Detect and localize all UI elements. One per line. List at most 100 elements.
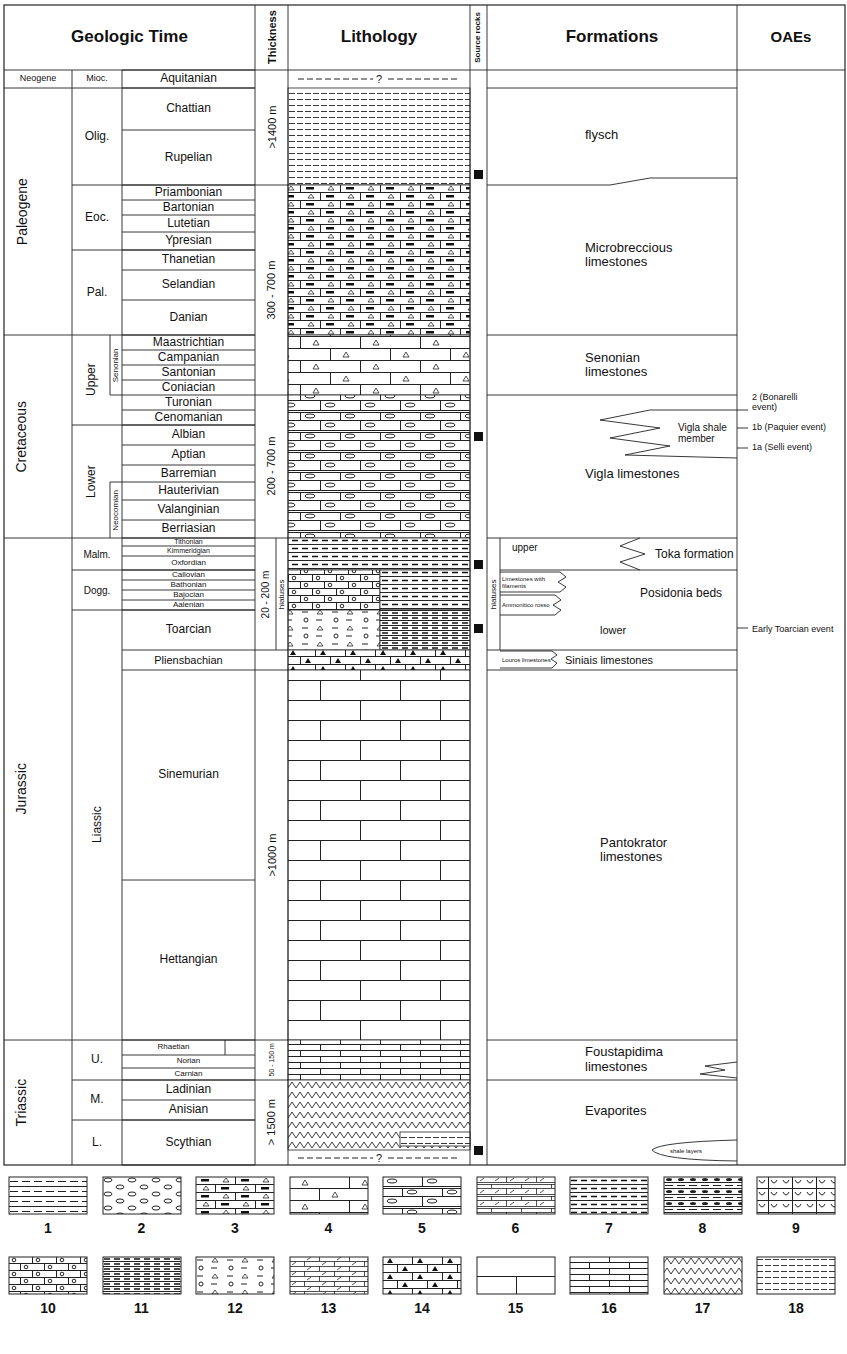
label-text: upper <box>512 542 538 553</box>
label-text: Lutetian <box>167 217 210 230</box>
label-text: Ammonitico rosso <box>502 602 550 609</box>
formation-boundary <box>487 178 737 185</box>
legend-number: 3 <box>195 1220 275 1236</box>
table-cell: Posidonia beds <box>640 578 732 610</box>
label-text: Hauterivian <box>158 484 219 497</box>
label-text: Thickness <box>265 11 277 65</box>
label-text: Microbreccious limestones <box>585 241 697 270</box>
label-text: Eoc. <box>85 211 109 224</box>
label-text: Pal. <box>87 286 108 299</box>
label-text: shale layers <box>670 1148 702 1155</box>
table-cell: Vigla limestones <box>585 462 725 487</box>
label-text: Cenomanian <box>154 411 222 424</box>
formation-boundary <box>500 572 566 592</box>
legend-item: 9 <box>756 1176 836 1238</box>
rotated-label: Paleogene <box>4 88 40 335</box>
label-text: Aptian <box>171 448 205 461</box>
grid-line <box>737 428 748 429</box>
legend-item: 6 <box>476 1176 556 1238</box>
grid-line <box>255 1080 288 1081</box>
legend-pattern <box>477 1257 555 1294</box>
table-cell: Eoc. <box>72 185 122 250</box>
lithology-pattern <box>380 610 470 650</box>
table-cell: ? <box>288 1151 470 1165</box>
table-cell: 1b (Paquier event) <box>752 422 842 434</box>
table-cell: Scythian <box>122 1120 255 1165</box>
table-cell: Aalenian <box>122 600 255 610</box>
grid-line <box>110 482 122 483</box>
legend-swatch <box>195 1256 275 1296</box>
legend-item: 16 <box>569 1256 649 1318</box>
grid-line <box>110 395 122 396</box>
formation-boundary <box>652 1140 737 1161</box>
grid-line <box>122 1055 255 1056</box>
legend-swatch <box>756 1256 836 1296</box>
table-cell: Coniacian <box>122 380 255 395</box>
grid-line <box>122 1040 255 1041</box>
table-cell: Hauterivian <box>122 482 255 500</box>
legend-number: 10 <box>8 1300 88 1316</box>
legend-pattern <box>196 1257 274 1294</box>
lithology-pattern <box>400 1132 470 1146</box>
grid-line <box>122 215 255 216</box>
grid-line <box>487 538 737 539</box>
label-text: ? <box>373 1152 385 1164</box>
rotated-label: hiatuses <box>487 538 500 650</box>
table-cell: Campanian <box>122 350 255 365</box>
label-text: Aquitanian <box>160 72 217 85</box>
grid-line <box>4 88 255 89</box>
lithology-pattern <box>288 538 470 570</box>
rotated-label: Liassic <box>72 610 122 1040</box>
grid-line <box>122 465 255 466</box>
label-text: Valanginian <box>158 503 220 516</box>
legend-number: 9 <box>756 1220 836 1236</box>
lithology-pattern <box>288 1040 470 1080</box>
legend-number: 15 <box>476 1300 556 1316</box>
label-text: Malm. <box>83 549 110 560</box>
table-cell: Kimmeridgian <box>122 546 255 556</box>
label-text: >1400 m <box>265 106 277 149</box>
grid-lines <box>4 5 845 1165</box>
legend-number: 7 <box>569 1220 649 1236</box>
table-cell: Bathonian <box>122 580 255 590</box>
grid-line <box>487 670 737 671</box>
legend-pattern <box>103 1177 181 1214</box>
table-cell: Lutetian <box>122 215 255 232</box>
label-text: Neogene <box>20 74 57 84</box>
grid-line <box>4 1040 255 1041</box>
label-text: Selandian <box>162 278 215 291</box>
grid-line <box>255 538 288 539</box>
grid-line <box>72 1120 255 1121</box>
table-cell: Berriasian <box>122 520 255 538</box>
source-rock-square <box>474 170 483 179</box>
table-cell: Toarcian <box>122 610 255 650</box>
legend-number: 14 <box>382 1300 462 1316</box>
label-text: Maastrichtian <box>153 336 224 349</box>
grid-line <box>72 425 255 426</box>
table-cell: Bartonian <box>122 200 255 215</box>
source-rock-square <box>474 432 483 441</box>
label-text: Turonian <box>165 396 212 409</box>
grid-line <box>122 250 255 251</box>
legend-item: 1 <box>8 1176 88 1238</box>
rotated-label: Triassic <box>4 1040 40 1165</box>
table-cell: Pal. <box>72 250 122 335</box>
grid-line <box>122 520 255 521</box>
label-text: Evaporites <box>585 1104 646 1118</box>
grid-line <box>487 1080 737 1081</box>
label-text: Posidonia beds <box>640 587 722 600</box>
grid-line <box>487 5 488 1165</box>
table-cell: Turonian <box>122 395 255 410</box>
label-text: Olig. <box>85 130 110 143</box>
table-cell: Malm. <box>72 538 122 570</box>
grid-line <box>122 88 255 89</box>
grid-line <box>110 335 111 395</box>
grid-line <box>737 410 748 411</box>
grid-line <box>122 1100 255 1101</box>
rotated-label: Lower <box>72 425 110 538</box>
table-cell: Sinemurian <box>122 670 255 880</box>
grid-line <box>122 1165 255 1166</box>
table-cell: Callovian <box>122 570 255 580</box>
legend-swatch <box>569 1256 649 1296</box>
lithology-pattern <box>288 570 380 610</box>
